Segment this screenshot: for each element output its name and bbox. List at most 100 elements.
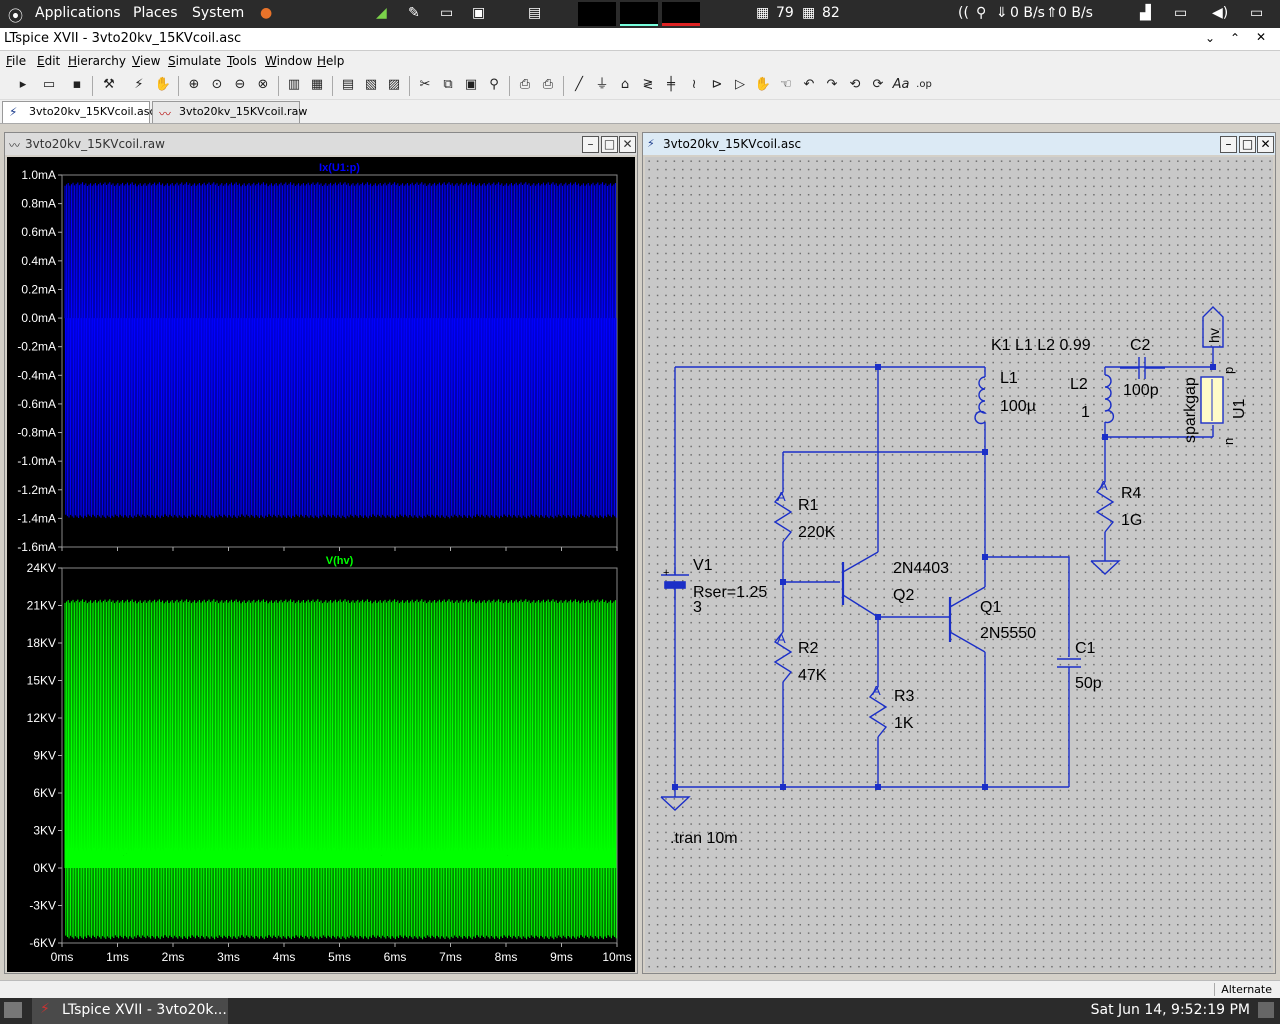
l1-name[interactable]: L1 — [1000, 370, 1018, 387]
print-preview-icon[interactable]: ⎙ — [519, 77, 531, 92]
menu-view[interactable]: View — [132, 54, 161, 68]
minimize-button[interactable]: – — [1220, 136, 1237, 153]
v1-name[interactable]: V1 — [693, 557, 713, 574]
component-icon[interactable]: ▷ — [735, 77, 745, 92]
spice-directive-icon[interactable]: .op — [916, 79, 932, 90]
r1-value[interactable]: 220K — [798, 524, 836, 541]
schematic-window-titlebar[interactable]: ⚡ 3vto20kv_15KVcoil.asc – □ ✕ — [643, 133, 1275, 155]
v1-value[interactable]: 3 — [693, 599, 702, 616]
q1-name[interactable]: Q1 — [980, 599, 1001, 616]
maximize-chevron-icon[interactable]: ⌃ — [1230, 31, 1241, 45]
close-button[interactable]: ✕ — [1257, 136, 1274, 153]
waveform-plots[interactable]: Ix(U1:p)1.0mA0.8mA0.6mA0.4mA0.2mA0.0mA-0… — [7, 157, 635, 972]
maximize-button[interactable]: □ — [1239, 136, 1256, 153]
close-button[interactable]: ✕ — [619, 136, 636, 153]
diode-icon[interactable]: ⊳ — [711, 77, 723, 92]
clock[interactable]: Sat Jun 14, 9:52:19 PM — [1090, 1002, 1250, 1018]
autorange-icon[interactable]: ▥ — [287, 77, 301, 92]
l2-name[interactable]: L2 — [1070, 376, 1088, 393]
l1-value[interactable]: 100µ — [1000, 398, 1036, 415]
text-icon[interactable]: Aa — [892, 77, 910, 92]
r4-name[interactable]: R4 — [1121, 485, 1142, 502]
tab-schematic[interactable]: ⚡ 3vto20kv_15KVcoil.asc — [2, 101, 156, 123]
capacitor-icon[interactable]: ╪ — [667, 77, 675, 92]
workspace-1[interactable] — [578, 2, 616, 26]
menu-places[interactable]: Places — [133, 5, 178, 21]
r2-value[interactable]: 47K — [798, 667, 827, 684]
menu-simulate[interactable]: Simulate — [168, 54, 222, 68]
trash-icon[interactable] — [1258, 1002, 1274, 1018]
workspace-3[interactable] — [662, 2, 700, 26]
display-icon[interactable]: ▭ — [1250, 5, 1264, 21]
save-icon[interactable]: ▪ — [72, 77, 82, 92]
l2-value[interactable]: 1 — [1081, 404, 1090, 421]
menu-help[interactable]: Help — [317, 54, 345, 68]
firefox-icon[interactable]: ● — [260, 5, 273, 21]
rotate-icon[interactable]: ⟲ — [849, 77, 861, 92]
zoom-in-icon[interactable]: ⊕ — [188, 77, 200, 92]
wire-icon[interactable]: ╱ — [575, 77, 583, 92]
move-icon[interactable]: ✋ — [754, 77, 772, 92]
file-manager-icon[interactable]: ▭ — [440, 5, 454, 21]
show-desktop-icon[interactable] — [4, 1002, 22, 1018]
q1-value[interactable]: 2N5550 — [980, 625, 1036, 642]
c2-name[interactable]: C2 — [1130, 337, 1151, 354]
undo-icon[interactable]: ↶ — [803, 77, 815, 92]
c1-value[interactable]: 50p — [1075, 675, 1102, 692]
menu-window[interactable]: Window — [265, 54, 313, 68]
ubuntu-logo-icon[interactable]: ⦿ — [8, 7, 24, 25]
inductor-icon[interactable]: ≀ — [691, 77, 697, 92]
q2-name[interactable]: Q2 — [893, 587, 914, 604]
r4-value[interactable]: 1G — [1121, 512, 1142, 529]
cascade-icon[interactable]: ▧ — [364, 77, 378, 92]
maximize-button[interactable]: □ — [601, 136, 618, 153]
print-icon[interactable]: ⎙ — [542, 77, 554, 92]
find-icon[interactable]: ⚲ — [489, 77, 499, 92]
resistor-icon[interactable]: ≷ — [642, 77, 654, 92]
waveform-window-titlebar[interactable]: 〰 3vto20kv_15KVcoil.raw – □ ✕ — [5, 133, 637, 155]
taskbar-task[interactable]: ⚡ LTspice XVII - 3vto20k... — [32, 998, 228, 1024]
redo-icon[interactable]: ↷ — [826, 77, 838, 92]
network-user-icon[interactable]: ⚲ — [976, 5, 987, 21]
label-net-icon[interactable]: ⌂ — [620, 77, 630, 92]
mirror-icon[interactable]: ⟳ — [872, 77, 884, 92]
new-schematic-icon[interactable]: ▸ — [19, 77, 27, 92]
battery-icon[interactable]: ▭ — [1174, 5, 1188, 21]
net-label-hv-text[interactable]: hv — [1206, 328, 1222, 343]
pan-icon[interactable]: ✋ — [154, 77, 172, 92]
coupling-directive[interactable]: K1 L1 L2 0.99 — [991, 337, 1091, 354]
paste-icon[interactable]: ▣ — [464, 77, 478, 92]
open-icon[interactable]: ▭ — [42, 77, 56, 92]
tran-directive[interactable]: .tran 10m — [670, 830, 738, 847]
u1-name[interactable]: U1 — [1231, 398, 1248, 419]
r1-name[interactable]: R1 — [798, 497, 819, 514]
menu-edit[interactable]: Edit — [37, 54, 61, 68]
zoom-area-icon[interactable]: ⊙ — [211, 77, 223, 92]
q2-value[interactable]: 2N4403 — [893, 560, 949, 577]
launcher-icon[interactable]: ◢ — [376, 5, 387, 21]
minimize-button[interactable]: – — [582, 136, 599, 153]
menu-hierarchy[interactable]: Hierarchy — [68, 54, 127, 68]
v1-rser[interactable]: Rser=1.25 — [693, 584, 767, 601]
signal-icon[interactable]: ▟ — [1140, 5, 1151, 21]
schematic-drawing[interactable]: AA AA K1 L1 L2 0.99 L1 100µ L2 1 C2 100p… — [645, 157, 1273, 972]
tile-horizontal-icon[interactable]: ▤ — [341, 77, 355, 92]
ground-icon[interactable]: ⏚ — [595, 77, 609, 92]
terminal-icon[interactable]: ▣ — [472, 5, 486, 21]
c2-value[interactable]: 100p — [1123, 382, 1159, 399]
copy-icon[interactable]: ⧉ — [443, 77, 453, 92]
menu-tools[interactable]: Tools — [227, 54, 257, 68]
control-panel-icon[interactable]: ⚒ — [103, 77, 115, 92]
r3-value[interactable]: 1K — [894, 715, 914, 732]
r2-name[interactable]: R2 — [798, 640, 819, 657]
text-editor-icon[interactable]: ✎ — [408, 5, 420, 21]
wifi-icon[interactable]: (( — [958, 5, 969, 21]
zoom-out-icon[interactable]: ⊖ — [234, 77, 246, 92]
c1-name[interactable]: C1 — [1075, 640, 1096, 657]
tab-waveform[interactable]: 〰 3vto20kv_15KVcoil.raw — [152, 101, 307, 123]
menu-file[interactable]: File — [6, 54, 27, 68]
drag-icon[interactable]: ☜ — [780, 77, 792, 92]
menu-applications[interactable]: Applications — [35, 5, 121, 21]
